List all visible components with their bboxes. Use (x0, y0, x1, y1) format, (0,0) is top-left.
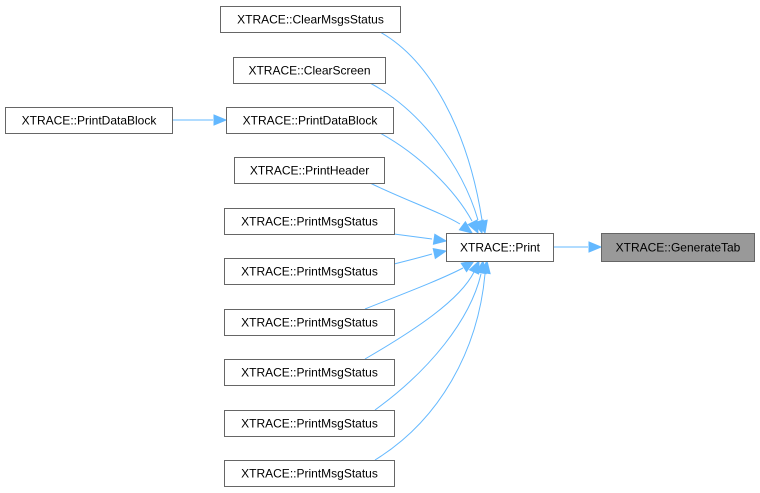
node-print[interactable]: XTRACE::Print (446, 233, 554, 262)
node-label: XTRACE::GenerateTab (616, 241, 741, 255)
edge-line (369, 182, 461, 225)
node-label: XTRACE::ClearScreen (248, 64, 370, 78)
node-box (220, 6, 401, 33)
arrowhead-icon (460, 260, 476, 273)
edge-n-print-data-to-n-print (379, 132, 479, 235)
node-label: XTRACE::PrintMsgStatus (241, 265, 378, 279)
node-box (233, 57, 386, 84)
edge-line (393, 253, 433, 265)
node-box (224, 359, 395, 386)
edge-n-msg1-to-n-print (393, 233, 448, 245)
edges-layer (172, 31, 603, 461)
node-label: XTRACE::PrintMsgStatus (241, 467, 378, 481)
edge-n-print-to-n-generate-tab (553, 241, 603, 253)
node-box (224, 309, 395, 336)
edge-line (369, 82, 479, 221)
node-print-header[interactable]: XTRACE::PrintHeader (234, 157, 385, 184)
node-box (446, 233, 554, 262)
node-label: XTRACE::Print (460, 241, 541, 255)
arrowhead-icon (432, 233, 448, 245)
node-print-caller[interactable]: XTRACE::PrintDataBlock (5, 107, 173, 134)
node-msg3[interactable]: XTRACE::PrintMsgStatus (224, 309, 395, 336)
edge-line (379, 132, 473, 222)
node-generate-tab: XTRACE::GenerateTab (601, 233, 755, 262)
node-print-data[interactable]: XTRACE::PrintDataBlock (226, 107, 394, 134)
node-box (224, 258, 395, 285)
node-msg5[interactable]: XTRACE::PrintMsgStatus (224, 410, 395, 437)
arrowhead-icon (588, 241, 603, 253)
edge-line (364, 271, 475, 360)
node-box (224, 208, 395, 235)
node-label: XTRACE::PrintMsgStatus (241, 417, 378, 431)
node-msg1[interactable]: XTRACE::PrintMsgStatus (224, 208, 395, 235)
node-label: XTRACE::PrintDataBlock (243, 114, 379, 128)
edge-n-print-header-to-n-print (369, 182, 474, 234)
edge-line (364, 267, 464, 310)
node-label: XTRACE::PrintDataBlock (22, 114, 158, 128)
edge-line (393, 233, 433, 240)
node-label: XTRACE::ClearMsgsStatus (237, 13, 384, 27)
nodes-layer: XTRACE::PrintDataBlock XTRACE::ClearMsgsS… (5, 6, 755, 487)
node-box (601, 233, 755, 262)
node-msg4[interactable]: XTRACE::PrintMsgStatus (224, 359, 395, 386)
node-label: XTRACE::PrintMsgStatus (241, 215, 378, 229)
arrowhead-icon (458, 220, 474, 234)
node-label: XTRACE::PrintMsgStatus (241, 316, 378, 330)
node-box (234, 157, 385, 184)
node-box (224, 410, 395, 437)
node-box (224, 460, 395, 487)
edge-n-msg6-to-n-print (374, 259, 491, 461)
edge-line (374, 273, 482, 411)
node-msg2[interactable]: XTRACE::PrintMsgStatus (224, 258, 395, 285)
edge-n-clear-msgs-to-n-print (379, 31, 488, 235)
arrowhead-icon (213, 114, 228, 126)
arrowhead-icon (467, 219, 479, 235)
node-box (5, 107, 173, 134)
node-label: XTRACE::PrintMsgStatus (241, 366, 378, 380)
arrowhead-icon (432, 247, 448, 260)
arrowhead-icon (479, 259, 491, 275)
edge-line (374, 273, 486, 461)
node-msg6[interactable]: XTRACE::PrintMsgStatus (224, 460, 395, 487)
node-clear-msgs[interactable]: XTRACE::ClearMsgsStatus (220, 6, 401, 33)
node-clear-screen[interactable]: XTRACE::ClearScreen (233, 57, 386, 84)
edge-n-msg3-to-n-print (364, 260, 476, 310)
edge-line (379, 31, 483, 221)
node-box (226, 107, 394, 134)
node-label: XTRACE::PrintHeader (250, 164, 369, 178)
edge-n-msg2-to-n-print (393, 247, 448, 265)
edge-n-print-caller-to-n-print-data (172, 114, 228, 126)
